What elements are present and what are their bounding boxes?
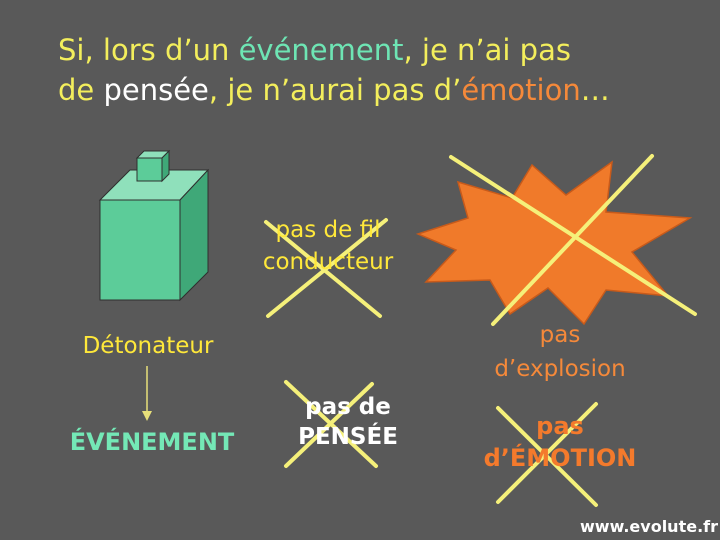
detonator-cube xyxy=(98,149,210,302)
event-label: ÉVÉNEMENT xyxy=(69,428,235,456)
no-wire-label: pas de fil conducteur xyxy=(238,214,418,278)
no-wire-line2: conducteur xyxy=(262,249,394,275)
title-part: … xyxy=(580,73,610,107)
no-wire-line1: pas de fil xyxy=(275,217,381,243)
no-explosion-line2: d’explosion xyxy=(494,356,626,382)
slide-title: Si, lors d’un événement, je n’ai pas de … xyxy=(58,30,718,110)
no-thought-line1: pas de xyxy=(305,394,391,420)
website-url[interactable]: www.evolute.fr xyxy=(580,517,718,536)
title-part: , je n’ai pas xyxy=(403,33,571,67)
detonator-label: Détonateur xyxy=(82,333,214,359)
title-highlight-emotion: émotion xyxy=(461,73,581,107)
title-part: de xyxy=(58,73,104,107)
no-emotion-line1: pas xyxy=(536,412,584,440)
explosion-burst xyxy=(415,160,693,326)
cross-explosion xyxy=(449,154,697,326)
no-thought-line2: PENSÉE xyxy=(298,424,398,450)
cross-wire xyxy=(264,218,388,318)
title-part: , je n’aurai pas d’ xyxy=(208,73,462,107)
no-emotion-label: pas d’ÉMOTION xyxy=(460,410,660,474)
no-explosion-label: pas d’explosion xyxy=(460,318,660,386)
title-highlight-thought: pensée xyxy=(103,73,209,107)
cross-thought xyxy=(284,380,378,468)
title-highlight-event: événement xyxy=(238,33,404,67)
no-explosion-line1: pas xyxy=(539,322,581,348)
arrow-down xyxy=(142,366,152,421)
no-emotion-line2: d’ÉMOTION xyxy=(483,444,637,472)
cross-emotion xyxy=(496,402,598,507)
no-thought-label: pas de PENSÉE xyxy=(268,392,428,452)
title-part: Si, lors d’un xyxy=(58,33,239,67)
